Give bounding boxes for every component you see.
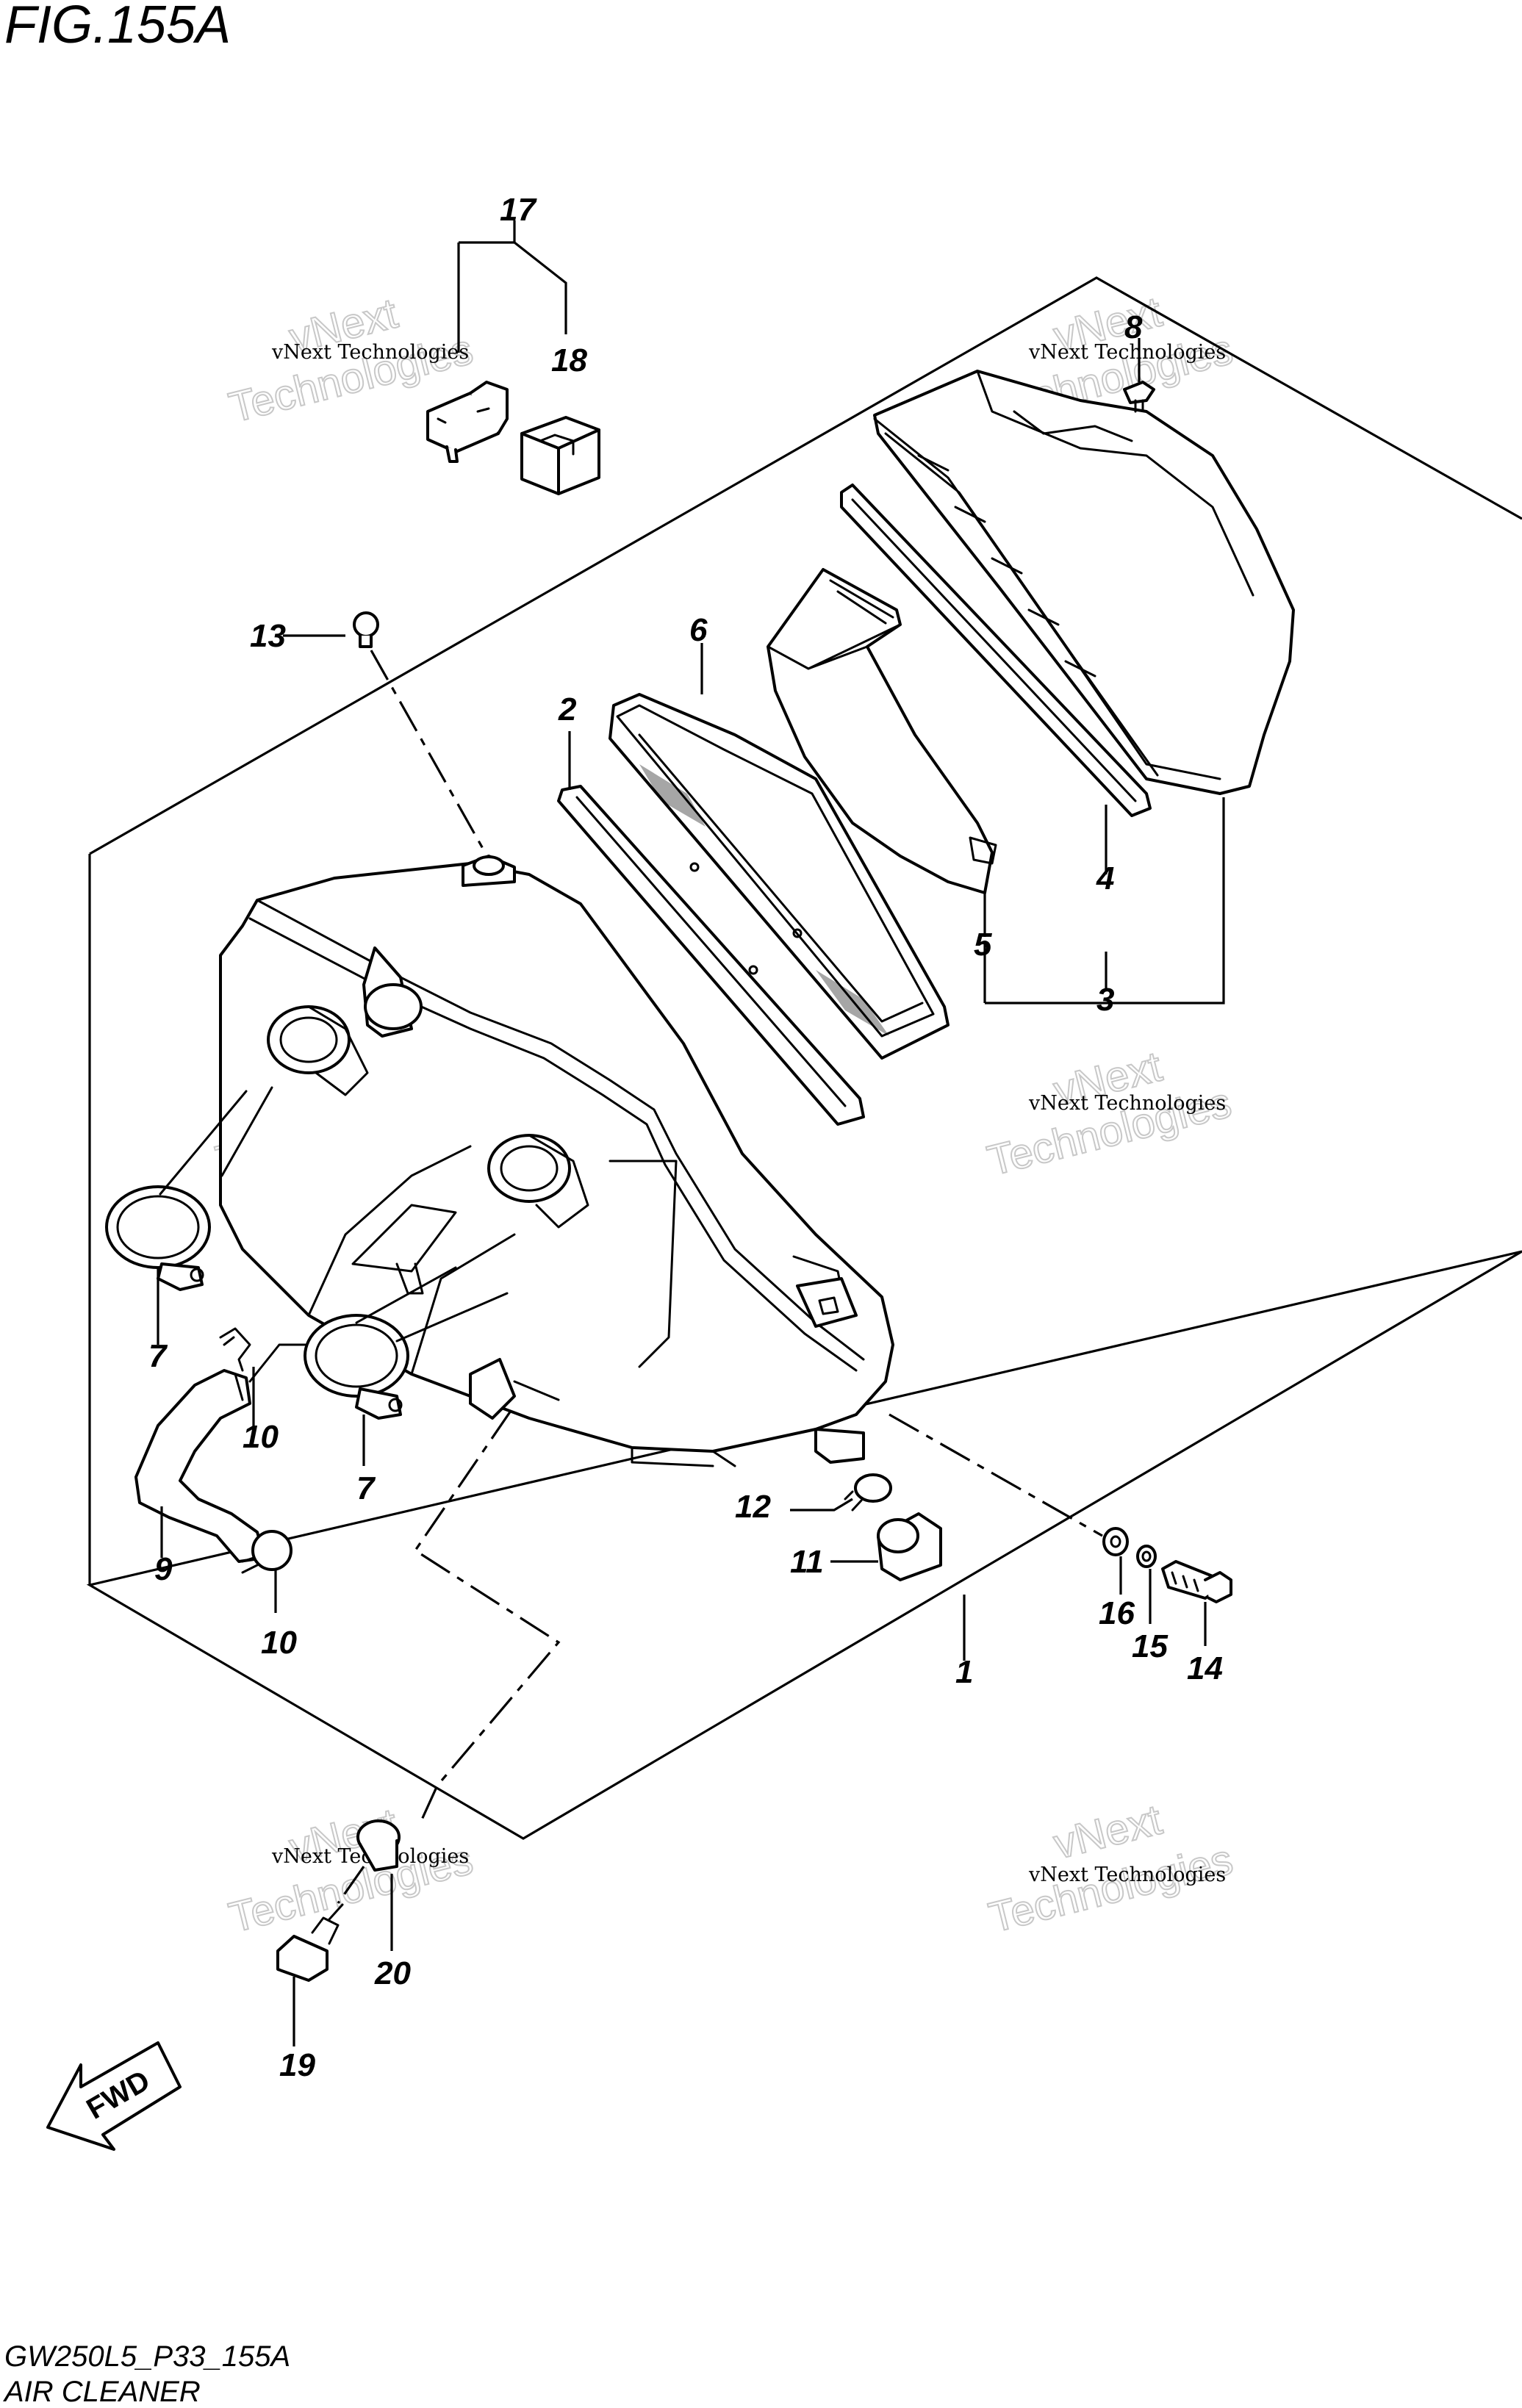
clip-part-10-upper bbox=[219, 1327, 251, 1372]
figure-title: FIG.155A bbox=[4, 0, 231, 54]
hose-guide-line bbox=[248, 1343, 306, 1383]
clip-part-10-lower bbox=[241, 1530, 292, 1574]
screw-part-8 bbox=[1123, 338, 1155, 413]
callout-1: 1 bbox=[955, 1654, 973, 1690]
callout-17: 17 bbox=[500, 192, 537, 228]
callout-numbers: 17 18 8 13 6 2 4 5 3 7 10 7 9 10 12 11 1… bbox=[148, 192, 1223, 2083]
clamp-guide-lines bbox=[159, 1086, 509, 1343]
sensor-guide-line bbox=[337, 1866, 365, 1904]
callout-7-upper: 7 bbox=[148, 1338, 168, 1374]
fwd-arrow-icon: FWD bbox=[46, 2041, 182, 2151]
upper-gasket-part-4 bbox=[840, 484, 1152, 817]
sensor-bracket-lines bbox=[457, 220, 567, 353]
watermark-bottom-left: Technologies vNext vNext Technologies bbox=[223, 1799, 478, 1943]
air-cleaner-cap-part-3 bbox=[873, 370, 1295, 795]
svg-text:vNext Technologies: vNext Technologies bbox=[271, 341, 469, 364]
callout-10-upper: 10 bbox=[243, 1419, 279, 1455]
clamp-part-7-lower bbox=[304, 1314, 409, 1420]
callout-2: 2 bbox=[558, 691, 577, 727]
svg-text:vNext Technologies: vNext Technologies bbox=[1028, 1863, 1226, 1886]
air-filter-element-part-6 bbox=[609, 693, 950, 1060]
svg-text:vNext Technologies: vNext Technologies bbox=[1028, 1092, 1226, 1115]
intake-sensor-part-17 bbox=[426, 381, 509, 463]
callout-18: 18 bbox=[551, 342, 587, 378]
callout-16: 16 bbox=[1099, 1595, 1135, 1631]
caption: AIR CLEANER bbox=[3, 2376, 201, 2408]
callout-8: 8 bbox=[1124, 309, 1143, 345]
callout-20: 20 bbox=[374, 1955, 411, 1991]
callout-5: 5 bbox=[974, 927, 992, 963]
callout-11: 11 bbox=[790, 1544, 824, 1580]
drain-clip-part-12 bbox=[844, 1473, 892, 1512]
breather-hose-part-9 bbox=[134, 1369, 266, 1563]
callout-7-lower: 7 bbox=[356, 1470, 376, 1506]
callout-19: 19 bbox=[279, 2047, 315, 2083]
sensor-cap-part-18 bbox=[520, 416, 600, 495]
grommet-part-20 bbox=[356, 1819, 401, 1872]
callout-9: 9 bbox=[154, 1551, 173, 1587]
svg-text:vNext Technologies: vNext Technologies bbox=[1028, 341, 1226, 364]
gasket-part-2 bbox=[557, 785, 865, 1126]
callout-6: 6 bbox=[689, 612, 708, 648]
callout-14: 14 bbox=[1187, 1650, 1223, 1686]
sensor-part-19 bbox=[276, 1903, 344, 1982]
screw-part-13 bbox=[283, 611, 379, 648]
watermark-middle-right: Technologies vNext vNext Technologies bbox=[982, 1042, 1236, 1186]
callout-leaders bbox=[157, 643, 1225, 2046]
washer-part-16 bbox=[1102, 1527, 1129, 1556]
intake-funnel-part-5 bbox=[767, 568, 997, 894]
clamp-part-7-upper bbox=[105, 1185, 211, 1291]
watermark-bottom-right: Technologies vNext vNext Technologies bbox=[983, 1795, 1238, 1943]
model-code: GW250L5_P33_155A bbox=[4, 2340, 290, 2373]
bolt-part-14 bbox=[1161, 1560, 1232, 1603]
callout-3: 3 bbox=[1096, 982, 1114, 1018]
callout-4: 4 bbox=[1096, 860, 1114, 896]
callout-15: 15 bbox=[1132, 1628, 1168, 1664]
callout-10-lower: 10 bbox=[261, 1625, 297, 1661]
washer-part-15 bbox=[1136, 1545, 1157, 1568]
screw-13-guide-line bbox=[370, 650, 487, 853]
bolt-guide-line bbox=[889, 1413, 1103, 1537]
drain-guide-line bbox=[413, 1410, 561, 1827]
callout-13: 13 bbox=[250, 618, 286, 654]
drain-cap-part-11 bbox=[877, 1512, 942, 1581]
callout-12: 12 bbox=[735, 1489, 771, 1525]
